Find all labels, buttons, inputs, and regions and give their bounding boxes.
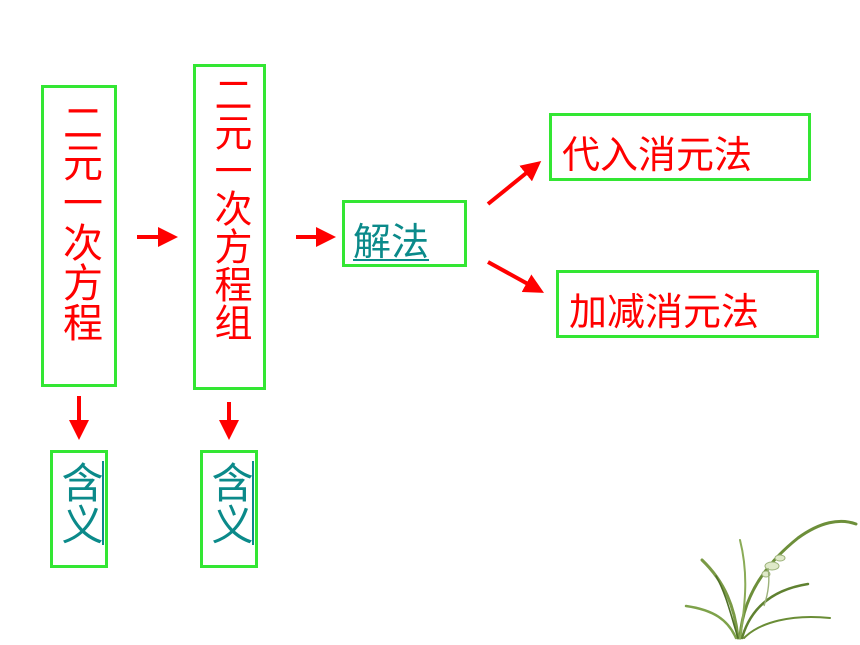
equation-meaning-box[interactable]: 含义 (50, 450, 108, 568)
elimination-label: 加减消元法 (569, 290, 760, 334)
substitution-label: 代入消元法 (562, 133, 753, 177)
system-label: 二元一次方程组 (208, 75, 252, 341)
substitution-box: 代入消元法 (549, 113, 811, 181)
equation-label: 二元一次方程 (56, 102, 102, 342)
system-box: 二元一次方程组 (193, 64, 266, 390)
arrow-solution-to-elimination (487, 260, 545, 293)
system-meaning-box[interactable]: 含义 (200, 450, 258, 568)
elimination-box: 加减消元法 (556, 270, 819, 338)
orchid-plant-icon (684, 519, 858, 640)
equation-box: 二元一次方程 (41, 85, 117, 387)
system-meaning-link[interactable]: 含义 (205, 461, 254, 545)
solution-box[interactable]: 解法 (342, 200, 467, 267)
arrow-solution-to-substitution (486, 160, 542, 206)
equation-meaning-link[interactable]: 含义 (55, 461, 104, 545)
solution-link[interactable]: 解法 (353, 220, 430, 264)
